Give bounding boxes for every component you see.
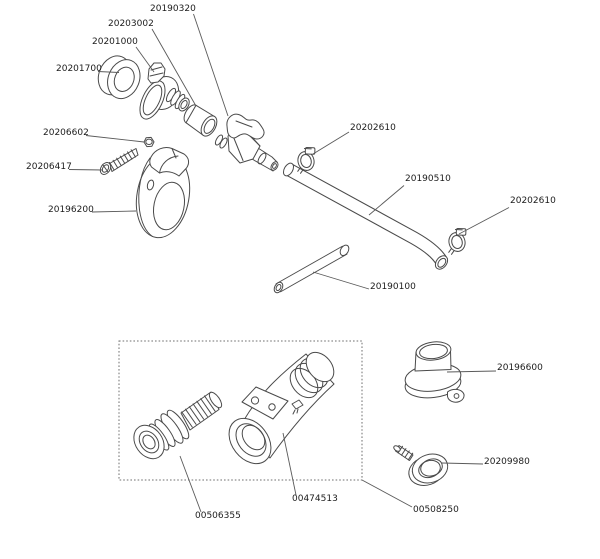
part-label-20190320: 20190320 — [150, 4, 196, 14]
leader-line-00474513 — [282, 432, 297, 496]
part-drawing-cap-20201700 — [97, 55, 141, 100]
leader-line-00508250 — [361, 479, 413, 508]
part-drawing-bracket-20196200 — [135, 147, 191, 239]
part-drawing-fitting-00506355 — [133, 391, 223, 460]
part-label-20196600: 20196600 — [497, 363, 543, 373]
leader-line-20206417 — [68, 169, 104, 171]
part-label-20190510: 20190510 — [405, 174, 451, 184]
part-drawing-valve-20190320 — [214, 113, 279, 172]
leader-line-20202610-2 — [458, 207, 510, 235]
leader-line-20196200 — [91, 210, 137, 213]
part-label-20206602: 20206602 — [43, 128, 89, 138]
part-drawing-housing-00474513 — [228, 351, 335, 465]
part-label-20202610-1: 20202610 — [350, 123, 396, 133]
part-label-20190100: 20190100 — [370, 282, 416, 292]
part-drawing-nut-20206602 — [143, 136, 155, 148]
leader-line-20201000 — [135, 46, 155, 73]
part-label-00506355: 00506355 — [195, 511, 241, 521]
leader-line-20190100 — [312, 271, 370, 290]
leader-line-20209980 — [441, 462, 484, 465]
part-drawing-hose-20190510 — [282, 162, 449, 270]
part-label-00474513: 00474513 — [292, 494, 338, 504]
part-label-20209980: 20209980 — [484, 457, 530, 467]
part-label-20201700: 20201700 — [56, 64, 102, 74]
leader-line-20196600 — [446, 370, 497, 373]
part-label-20196200: 20196200 — [48, 205, 94, 215]
part-drawing-clamp-20202610-2 — [443, 225, 472, 256]
part-drawing-screw-20206417 — [99, 148, 139, 175]
leader-line-20190510 — [368, 185, 405, 216]
leader-line-20201700 — [97, 71, 120, 73]
leader-line-20190320 — [193, 13, 229, 117]
part-label-20202610-2: 20202610 — [510, 196, 556, 206]
part-label-20206417: 20206417 — [26, 162, 72, 172]
part-drawing-cap-20196600 — [404, 341, 465, 403]
leader-line-20203002 — [151, 28, 197, 107]
part-drawing-sleeve-20203002 — [183, 104, 218, 137]
leader-lines — [68, 13, 510, 513]
part-drawing-eyebolt-20209980 — [393, 445, 449, 486]
part-drawing-pump-body — [139, 75, 190, 120]
leader-line-20202610-1 — [312, 131, 350, 155]
part-label-20201000: 20201000 — [92, 37, 138, 47]
leader-line-20206602 — [85, 135, 145, 143]
part-label-20203002: 20203002 — [108, 19, 154, 29]
part-drawing-hose-20190100 — [273, 244, 350, 294]
part-label-00508250: 00508250 — [413, 505, 459, 515]
leader-line-00506355 — [179, 455, 202, 513]
